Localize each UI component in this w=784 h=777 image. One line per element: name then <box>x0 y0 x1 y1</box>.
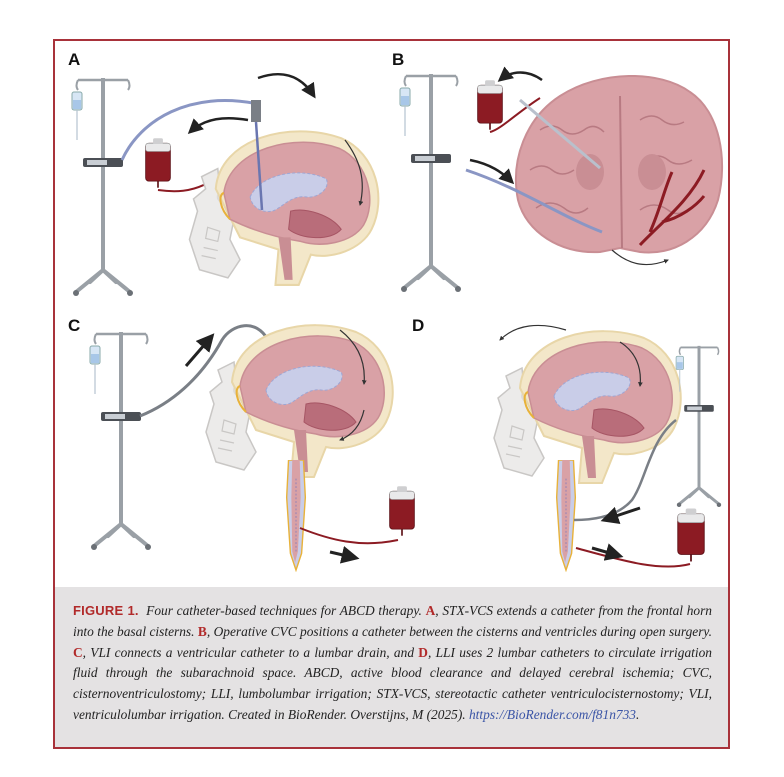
caption-label-b: B <box>197 623 207 639</box>
blood-bag-b <box>476 79 504 131</box>
head-sagittal-a <box>188 130 380 286</box>
head-sagittal-d <box>493 330 682 484</box>
iv-stand-d <box>674 343 724 510</box>
catheter-port-a <box>251 100 261 122</box>
caption-text-d: , LLI uses 2 lumbar catheters to circula… <box>73 644 712 722</box>
blood-bag-c <box>388 485 416 537</box>
flow-arrow-b2 <box>469 158 515 185</box>
catheter-line-a <box>120 99 259 161</box>
catheter-line-b <box>465 168 603 234</box>
caption-label-c: C <box>73 644 83 660</box>
flow-arrow-d2 <box>591 543 624 561</box>
catheter-line-c <box>139 324 274 418</box>
biorender-link[interactable]: https://BioRender.com/f81n733 <box>468 706 636 722</box>
caption-label-d: D <box>418 644 428 660</box>
catheter-line-d1 <box>573 419 677 522</box>
flow-arrow-c1 <box>184 333 215 367</box>
panel-label-a: A <box>68 50 81 69</box>
head-sagittal-c <box>205 324 394 478</box>
figure-caption: FIGURE 1. Four catheter-based techniques… <box>73 601 712 726</box>
iv-stand-c <box>88 330 153 552</box>
flow-arrow-c2 <box>329 545 360 564</box>
brain-coronal-b <box>514 74 724 254</box>
iv-stand-b <box>398 72 463 294</box>
caption-text-b: , Operative CVC positions a catheter bet… <box>206 623 712 639</box>
caption-text-c: , VLI connects a ventricular catheter to… <box>82 644 415 660</box>
panel-label-d: D <box>412 316 425 335</box>
spine-c <box>285 460 307 571</box>
figure-label: FIGURE 1. <box>73 603 139 618</box>
panel-label-b: B <box>392 50 405 69</box>
flow-arrow-a1 <box>257 72 316 99</box>
blood-bag-d <box>676 507 706 563</box>
blood-bag-a <box>144 137 172 189</box>
flow-arrow-b1 <box>497 66 543 82</box>
iv-stand-a <box>70 76 135 298</box>
spine-d <box>555 460 577 571</box>
caption-text-a: , STX-VCS extends a catheter from the fr… <box>73 603 712 639</box>
flow-arrow-a2 <box>187 116 249 135</box>
caption-end: . <box>635 706 640 722</box>
caption-label-a: A <box>425 603 436 618</box>
caption-intro: Four catheter-based techniques for ABCD … <box>146 603 422 618</box>
flow-arrow-d1 <box>600 506 641 524</box>
figure-caption-box: FIGURE 1. Four catheter-based techniques… <box>55 587 728 747</box>
panel-label-c: C <box>68 316 81 335</box>
catheter-line-d2 <box>575 547 691 568</box>
